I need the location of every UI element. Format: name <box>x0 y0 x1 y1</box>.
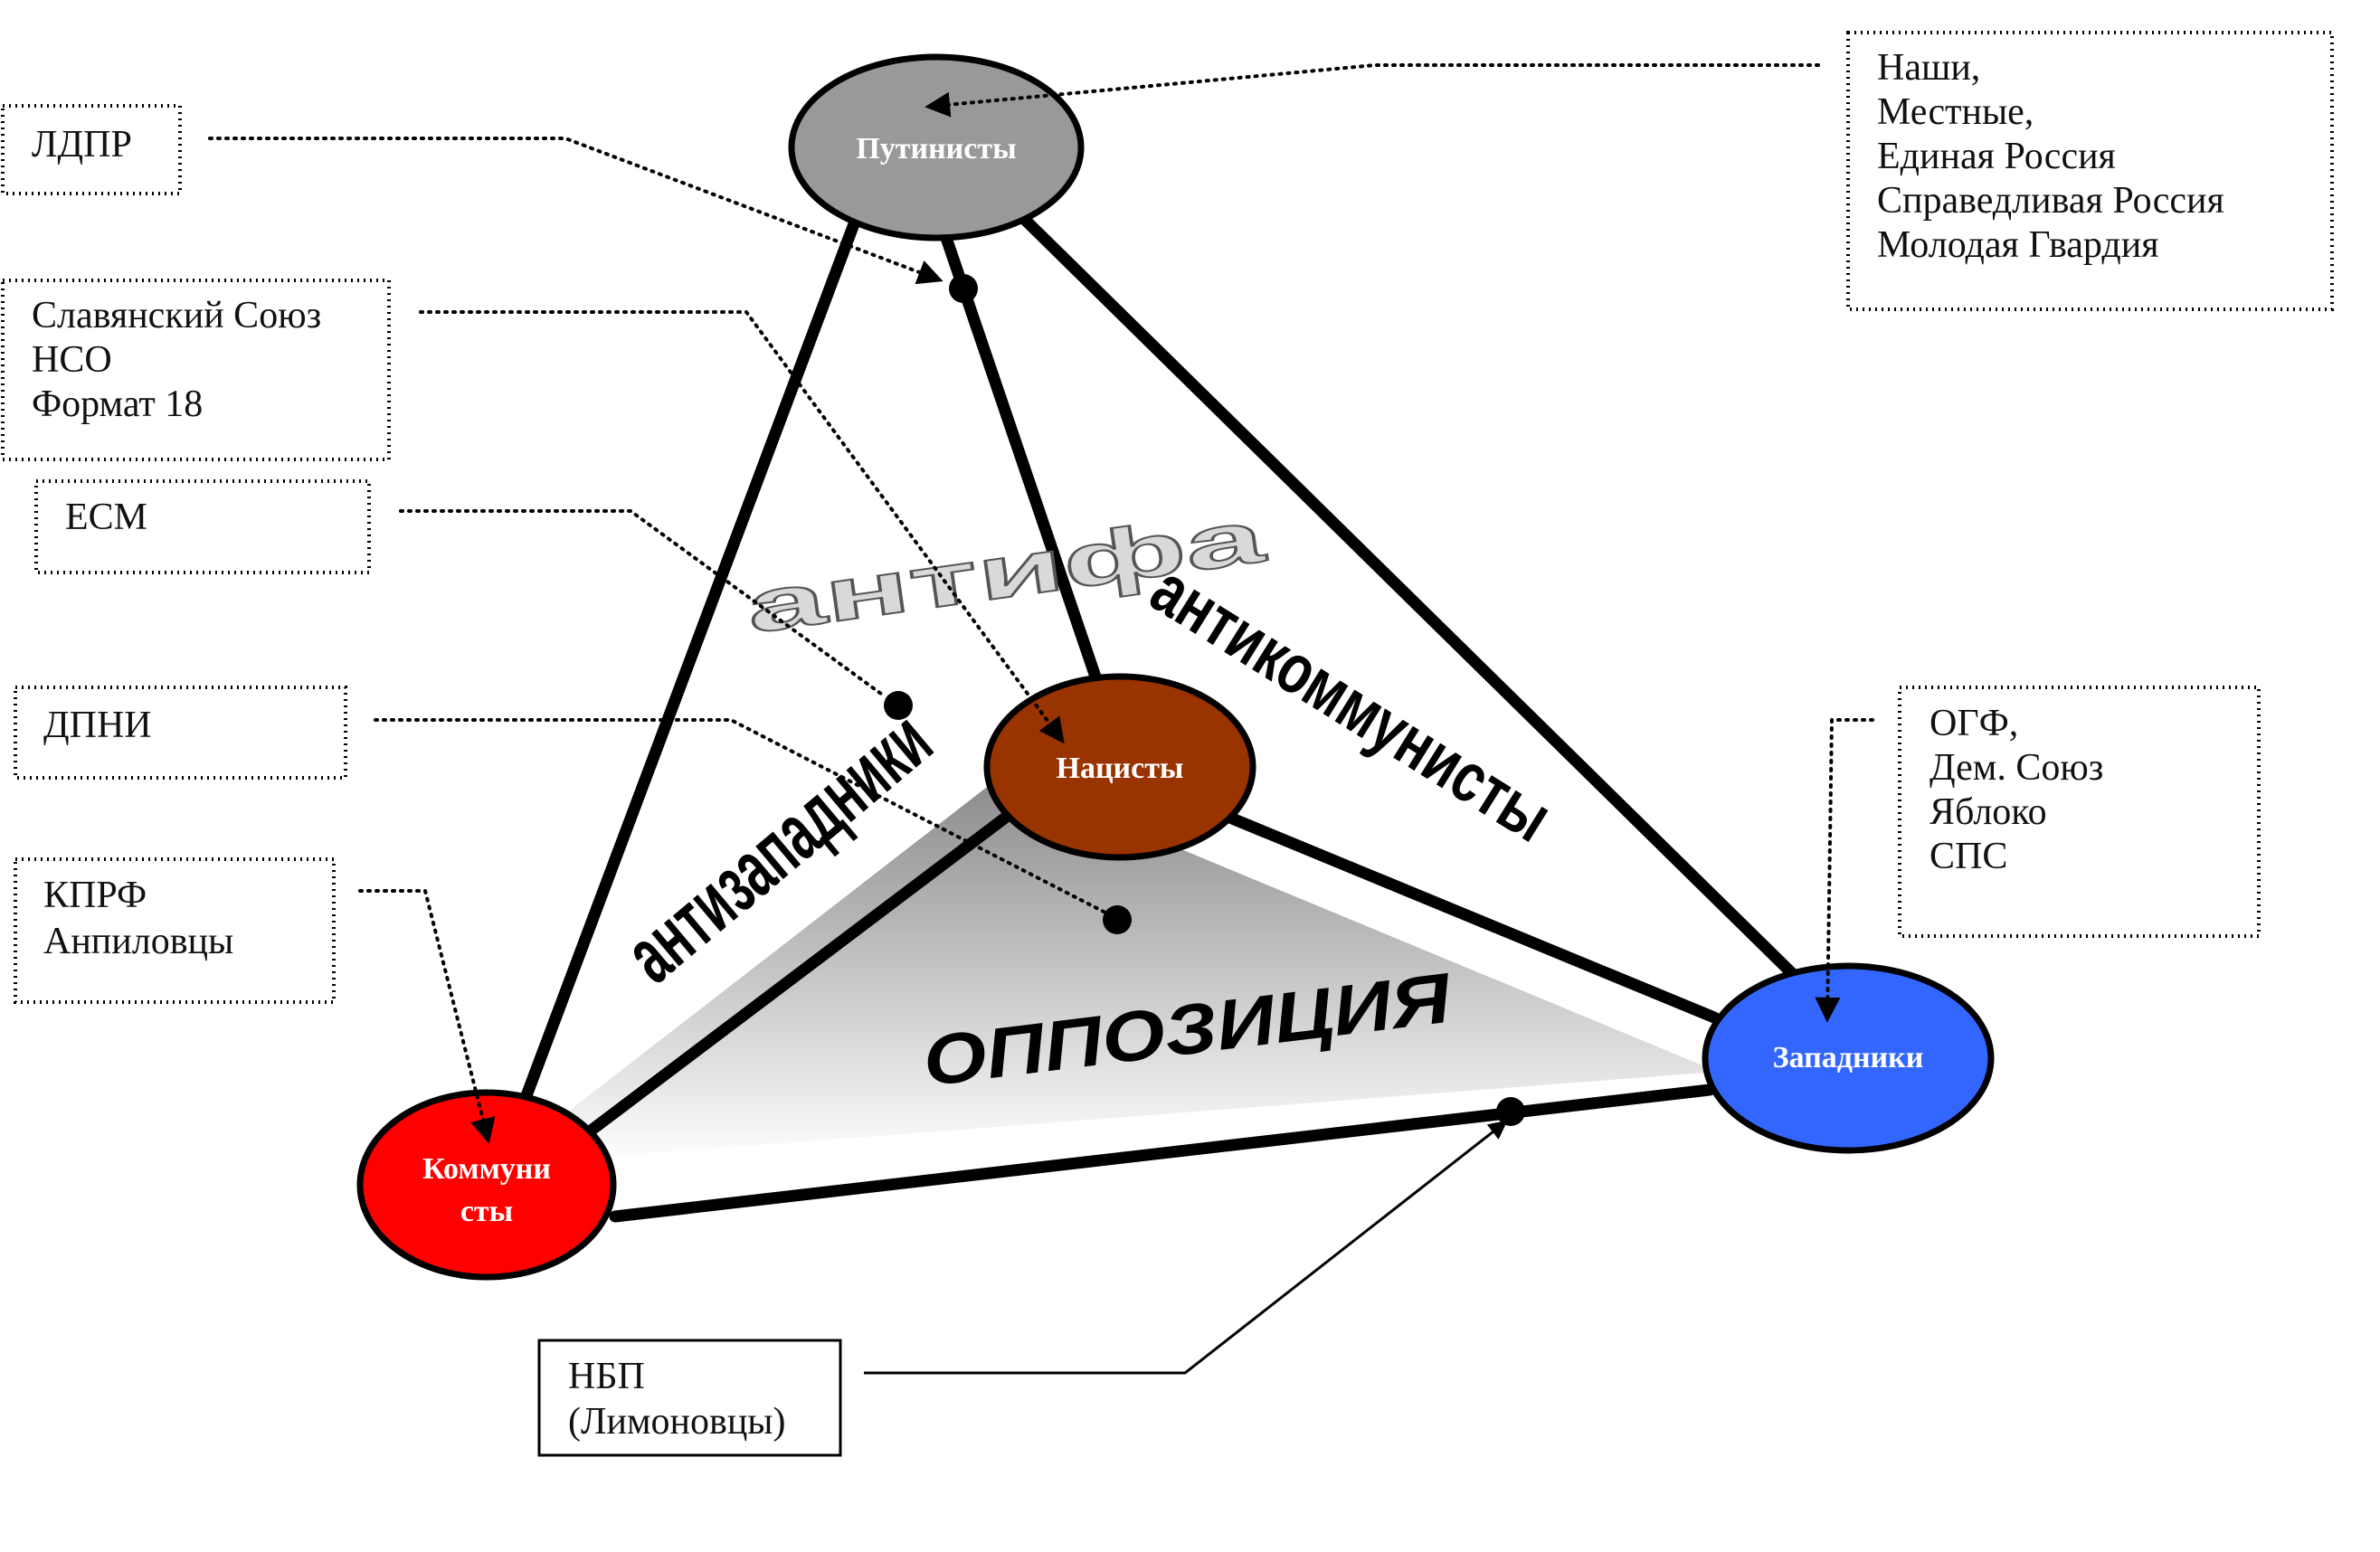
box-nbp: НБП (Лимоновцы) <box>537 1339 842 1457</box>
node-communists: Коммуни сты <box>356 1089 617 1281</box>
connector-ogf <box>1815 718 1874 1023</box>
dot-ldpr <box>949 274 978 303</box>
box-ldpr-line-1: ЛДПР <box>32 124 132 166</box>
connector-slavic <box>419 310 1065 744</box>
node-communists-label-1: Коммуни <box>422 1152 551 1186</box>
node-communists-label-2: сты <box>460 1195 513 1228</box>
box-kprf: КПРФ Анпиловцы <box>14 857 336 1004</box>
box-nashi-line-4: Справедливая Россия <box>1877 180 2224 222</box>
box-slavic: Славянский Союз НСО Формат 18 <box>1 279 391 461</box>
dot-nbp <box>1496 1097 1525 1126</box>
box-nbp-line-1: НБП <box>568 1356 645 1397</box>
line-putinists-nazis <box>939 229 1105 694</box>
opposition-area <box>499 775 1718 1165</box>
box-nashi-line-1: Наши, <box>1877 47 1980 89</box>
line-communists-westerners <box>609 1084 1716 1223</box>
box-slavic-line-1: Славянский Союз <box>32 295 321 336</box>
box-nashi-line-2: Местные, <box>1877 91 2034 133</box>
dot-esm <box>884 691 913 720</box>
dots <box>884 274 1525 1126</box>
box-slavic-line-2: НСО <box>32 339 112 381</box>
box-ogf-line-3: Яблоко <box>1930 791 2047 833</box>
connector-dpni <box>374 718 1105 913</box>
connector-esm <box>399 509 887 698</box>
box-nashi-line-3: Единая Россия <box>1877 136 2116 177</box>
box-ldpr: ЛДПР <box>1 104 182 195</box>
node-nazis-label: Нацисты <box>1057 752 1184 785</box>
connector-kprf <box>358 889 496 1144</box>
box-nashi-line-5: Молодая Гвардия <box>1877 224 2159 266</box>
box-esm-line-1: ЕСМ <box>65 497 147 538</box>
structure-lines <box>514 206 1806 1223</box>
box-nbp-line-2: (Лимоновцы) <box>568 1401 786 1443</box>
box-ogf-line-2: Дем. Союз <box>1930 747 2103 789</box>
box-kprf-line-1: КПРФ <box>43 875 147 916</box>
node-westerners-label: Западники <box>1773 1041 1924 1074</box>
connector-nashi <box>925 63 1820 118</box>
node-putinists-label: Путинисты <box>856 132 1016 166</box>
box-esm: ЕСМ <box>34 479 371 574</box>
line-nazis-communists <box>573 812 1010 1146</box>
box-dpni-line-1: ДПНИ <box>43 705 152 746</box>
line-nazis-westerners <box>1215 808 1721 1024</box>
box-nashi: Наши, Местные, Единая Россия Справедлива… <box>1846 31 2334 311</box>
box-ogf-line-4: СПС <box>1930 836 2007 877</box>
box-ogf: ОГФ, Дем. Союз Яблоко СПС <box>1898 686 2261 938</box>
connector-nbp <box>864 1120 1508 1375</box>
box-kprf-line-2: Анпиловцы <box>43 921 233 962</box>
dot-dpni <box>1103 905 1132 934</box>
line-putinists-communists <box>514 215 861 1119</box>
dotted-connectors <box>208 63 1874 1144</box>
node-westerners: Западники <box>1702 962 1995 1154</box>
box-dpni: ДПНИ <box>14 686 347 780</box>
line-putinists-westerners <box>1011 206 1806 988</box>
box-ogf-line-1: ОГФ, <box>1930 703 2018 744</box>
node-putinists: Путинисты <box>788 53 1085 241</box>
box-slavic-line-3: Формат 18 <box>32 383 203 425</box>
node-nazis: Нацисты <box>983 673 1256 861</box>
